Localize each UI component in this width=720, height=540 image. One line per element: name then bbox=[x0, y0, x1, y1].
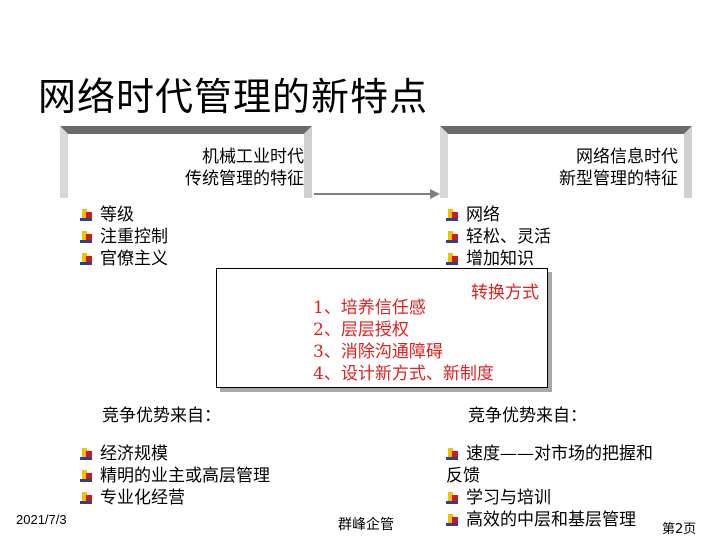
bullet-icon bbox=[80, 470, 92, 482]
bullet-icon bbox=[446, 448, 458, 460]
list-item: 官僚主义 bbox=[80, 248, 168, 270]
list-item: 精明的业主或高层管理 bbox=[80, 465, 270, 487]
traditional-header-box: 机械工业时代 传统管理的特征 bbox=[60, 126, 312, 198]
conversion-title: 转换方式 bbox=[471, 283, 539, 303]
network-features-list: 网络 轻松、灵活 增加知识 bbox=[446, 204, 551, 270]
conversion-box: 转换方式 1、培养信任感 2、层层授权 3、消除沟通障碍 4、设计新方式、新制度 bbox=[216, 268, 548, 388]
list-item-label: 精明的业主或高层管理 bbox=[100, 466, 270, 486]
network-header-box: 网络信息时代 新型管理的特征 bbox=[440, 126, 692, 198]
network-advantage-heading: 竞争优势来自： bbox=[468, 406, 587, 426]
list-item: 注重控制 bbox=[80, 226, 168, 248]
list-item: 高效的中层和基层管理 bbox=[446, 509, 653, 531]
list-item-label: 等级 bbox=[100, 205, 134, 225]
page-number: 第2页 bbox=[662, 522, 697, 537]
list-item: 网络 bbox=[446, 204, 551, 226]
list-item-label: 经济规模 bbox=[100, 444, 168, 464]
traditional-advantage-heading: 竞争优势来自： bbox=[102, 406, 221, 426]
conversion-item: 4、设计新方式、新制度 bbox=[313, 364, 494, 384]
traditional-advantage-list: 经济规模 精明的业主或高层管理 专业化经营 bbox=[80, 443, 270, 509]
bullet-icon bbox=[446, 514, 458, 526]
list-item: 轻松、灵活 bbox=[446, 226, 551, 248]
traditional-header-line1: 机械工业时代 bbox=[202, 147, 304, 167]
footer-brand: 群峰企管 bbox=[338, 517, 394, 533]
bullet-icon bbox=[80, 209, 92, 221]
list-item: 速度——对市场的把握和 bbox=[446, 443, 653, 465]
network-header-line1: 网络信息时代 bbox=[576, 147, 678, 167]
bullet-icon bbox=[80, 253, 92, 265]
bullet-icon bbox=[80, 492, 92, 504]
list-item-label: 网络 bbox=[466, 205, 500, 225]
page-title: 网络时代管理的新特点 bbox=[38, 75, 429, 119]
right-arrow-icon bbox=[314, 189, 440, 199]
list-item-label: 专业化经营 bbox=[100, 488, 185, 508]
bullet-icon bbox=[446, 492, 458, 504]
network-advantage-list: 速度——对市场的把握和 反馈 学习与培训 高效的中层和基层管理 bbox=[446, 443, 653, 531]
traditional-features-list: 等级 注重控制 官僚主义 bbox=[80, 204, 168, 270]
list-item: 等级 bbox=[80, 204, 168, 226]
list-item-label: 反馈 bbox=[446, 466, 480, 486]
network-header-line2: 新型管理的特征 bbox=[559, 169, 678, 189]
bevel-box-shape bbox=[60, 126, 312, 198]
bullet-icon bbox=[80, 448, 92, 460]
bevel-box-shape bbox=[440, 126, 692, 198]
list-item-label: 注重控制 bbox=[100, 227, 168, 247]
list-item-label: 速度——对市场的把握和 bbox=[466, 444, 653, 464]
list-item-label: 轻松、灵活 bbox=[466, 227, 551, 247]
bullet-icon bbox=[446, 253, 458, 265]
list-item-label: 学习与培训 bbox=[466, 488, 551, 508]
traditional-header-line2: 传统管理的特征 bbox=[185, 169, 304, 189]
list-item: 经济规模 bbox=[80, 443, 270, 465]
list-item-label: 高效的中层和基层管理 bbox=[466, 510, 636, 530]
footer-date: 2021/7/3 bbox=[16, 512, 67, 527]
list-item: 增加知识 bbox=[446, 248, 551, 270]
bullet-icon bbox=[80, 231, 92, 243]
list-item: 学习与培训 bbox=[446, 487, 653, 509]
conversion-item: 3、消除沟通障碍 bbox=[313, 342, 443, 362]
list-item-continuation: 反馈 bbox=[446, 465, 653, 487]
conversion-item: 2、层层授权 bbox=[313, 320, 409, 340]
list-item-label: 官僚主义 bbox=[100, 249, 168, 269]
list-item-label: 增加知识 bbox=[466, 249, 534, 269]
conversion-item: 1、培养信任感 bbox=[313, 298, 426, 318]
conversion-list: 1、培养信任感 2、层层授权 3、消除沟通障碍 4、设计新方式、新制度 bbox=[313, 297, 494, 385]
list-item: 专业化经营 bbox=[80, 487, 270, 509]
bullet-icon bbox=[446, 231, 458, 243]
bullet-icon bbox=[446, 209, 458, 221]
